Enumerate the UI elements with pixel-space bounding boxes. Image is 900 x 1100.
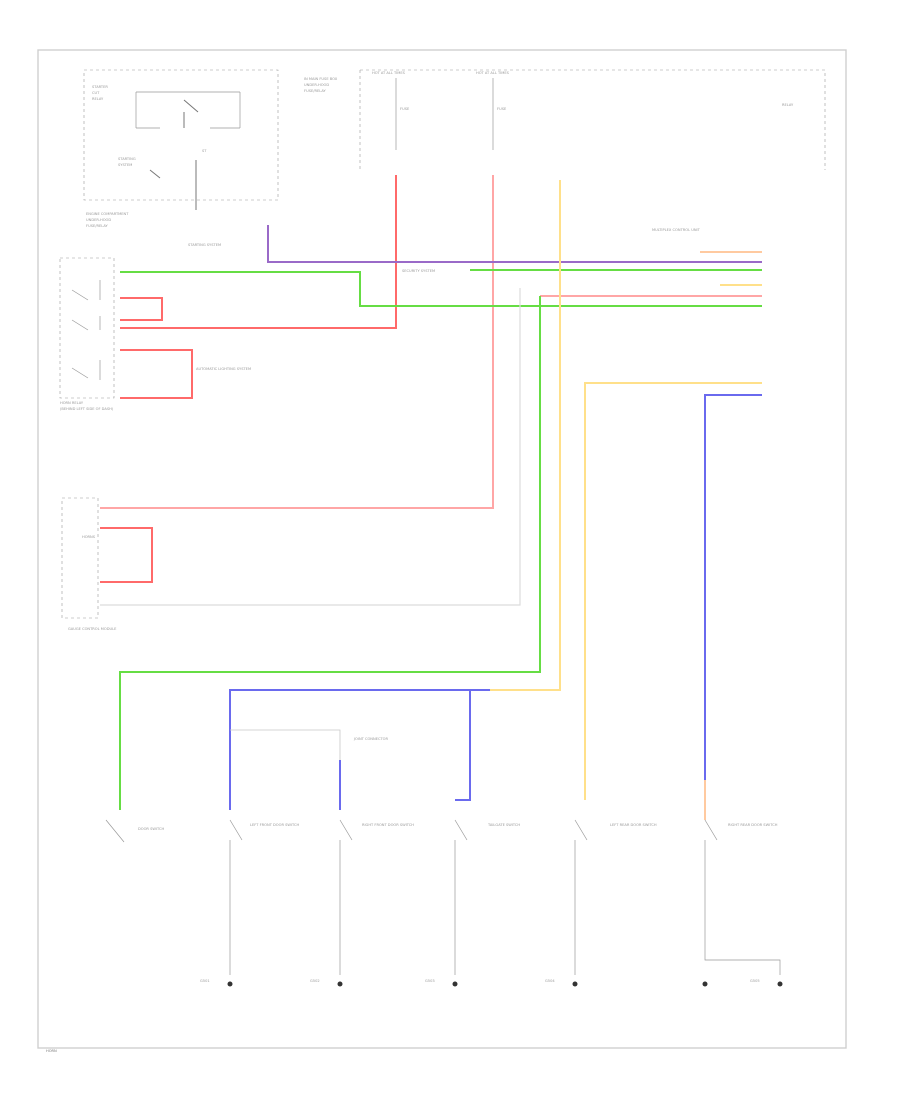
wire-red-relay (120, 349, 193, 399)
horn-relay-label: HORN RELAY (60, 401, 84, 405)
g504: G504 (545, 979, 555, 983)
wire-purple (267, 225, 762, 263)
horns: HORNS GAUGE CONTROL MODULE (61, 497, 117, 631)
security-system-label: SECURITY SYSTEM (402, 269, 435, 273)
relay-title: RELAY (782, 103, 794, 107)
g502: G502 (310, 979, 320, 983)
wire-red-top (120, 175, 397, 329)
wire-blue-lf (229, 689, 490, 810)
interior-fuse-box: HOT AT ALL TIMES HOT AT ALL TIMES FUSE F… (304, 69, 826, 170)
wire-yellow-fuse (490, 180, 561, 691)
fuse-b-label: FUSE (497, 107, 507, 111)
svg-text:UNDER-HOOD: UNDER-HOOD (304, 83, 329, 87)
grounds: G501 G502 G503 G504 G505 (200, 979, 783, 987)
g503: G503 (425, 979, 435, 983)
wire-green-top (120, 271, 762, 307)
svg-text:UNDER-HOOD: UNDER-HOOD (86, 218, 111, 222)
svg-text:SYSTEM: SYSTEM (118, 163, 132, 167)
svg-text:STARTING: STARTING (118, 157, 136, 161)
automatic-lighting-label: AUTOMATIC LIGHTING SYSTEM (196, 367, 251, 371)
hot-label-2: HOT AT ALL TIMES (476, 71, 510, 75)
multiplex-control-unit-label: MULTIPLEX CONTROL UNIT (652, 228, 701, 232)
svg-text:FUSE/RELAY: FUSE/RELAY (304, 89, 326, 93)
wire-red-horns (100, 527, 153, 583)
lf-door-switch-label: LEFT FRONT DOOR SWITCH (250, 823, 299, 827)
wire-red-horn (120, 297, 163, 321)
door-switches: DOOR SWITCH LEFT FRONT DOOR SWITCH RIGHT… (105, 819, 781, 975)
svg-text:FUSE/RELAY: FUSE/RELAY (86, 224, 108, 228)
hot-label-1: HOT AT ALL TIMES (372, 71, 406, 75)
wire-pink-fuse-b (100, 175, 494, 509)
starting-system-box: STARTER CUT RELAY STARTING SYSTEM ST (83, 69, 279, 210)
rf-door-switch-label: RIGHT FRONT DOOR SWITCH (362, 823, 414, 827)
g505: G505 (750, 979, 760, 983)
svg-text:ST: ST (202, 149, 207, 153)
wire-blue-tailgate (455, 689, 490, 801)
starting-system-label: STARTING SYSTEM (188, 243, 221, 247)
svg-text:STARTER: STARTER (92, 85, 108, 89)
wire-yellow-tailgate (584, 382, 762, 800)
svg-text:RELAY: RELAY (92, 97, 104, 101)
fuse-a-label: FUSE (400, 107, 410, 111)
rr-door-switch-label: RIGHT REAR DOOR SWITCH (728, 823, 778, 827)
tailgate-switch-label: TAILGATE SWITCH (487, 823, 520, 827)
engine-compartment-label: ENGINE COMPARTMENT (86, 212, 129, 216)
horns-label: HORNS (82, 535, 96, 539)
g501: G501 (200, 979, 210, 983)
gauge-control-module-label: GAUGE CONTROL MODULE (68, 627, 117, 631)
joint-connector-label: JOINT CONNECTOR (353, 737, 388, 741)
horn-relay: HORN RELAY (BEHIND LEFT SIDE OF DASH) (59, 257, 115, 411)
wire-joint (230, 729, 341, 760)
diagram-frame (37, 49, 847, 1049)
lr-door-switch-label: LEFT REAR DOOR SWITCH (610, 823, 657, 827)
wire-blue-right (704, 394, 762, 780)
door-switch-label: DOOR SWITCH (138, 827, 164, 831)
wire-white-long (100, 288, 521, 606)
wire-green-long (119, 296, 541, 810)
footer-label: HORN (46, 1049, 57, 1053)
svg-text:CUT: CUT (92, 91, 100, 95)
horn-relay-loc: (BEHIND LEFT SIDE OF DASH) (60, 407, 114, 411)
in-main-fuse-box-label: IN MAIN FUSE BOX (304, 77, 338, 81)
